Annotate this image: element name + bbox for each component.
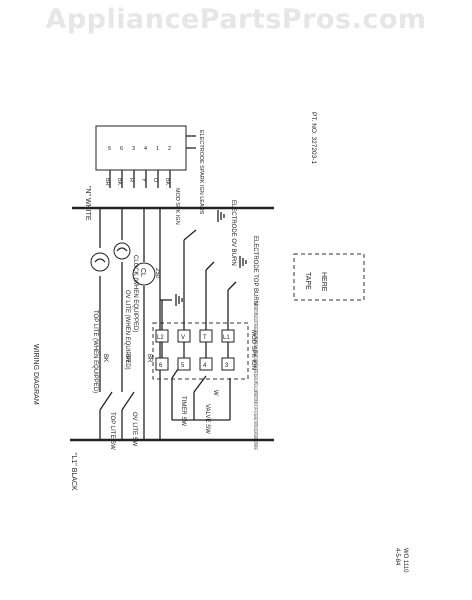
ov-lite-lamp-icon	[113, 242, 131, 260]
wire-color-bk: BK	[102, 354, 108, 362]
top-lite-lamp-label: TOP LITE (WHEN EQUIPPED)	[92, 310, 98, 393]
module-term-4: 4	[203, 363, 207, 369]
branch-ov-lite	[113, 208, 135, 440]
module-term-v: V	[181, 335, 185, 341]
ov-lite-switch-label: OV LITE SW	[131, 412, 137, 447]
clock-rating: 250	[154, 268, 160, 279]
connector-pin-2: 6	[120, 146, 123, 152]
ground-icon	[217, 210, 225, 222]
connector-wire-2: BK	[116, 178, 122, 186]
valve-switch-label: VALVE SW	[204, 404, 210, 434]
date-code: 4-5-84	[394, 548, 400, 566]
module-term-3: 3	[225, 363, 229, 369]
connector-pin-6: 2	[168, 146, 171, 152]
module-label: MOD SPK IGN	[250, 330, 256, 370]
module-left-terminals	[155, 357, 235, 371]
electrode-leads-label: ELECTRODE SPARK IGN LEADS	[198, 130, 204, 215]
connector-pin-4: 4	[144, 146, 147, 152]
electrode-ov-burn-label: ELECTRODE OV BURN	[230, 200, 236, 266]
ov-lite-lamp-label: OV LITE (WHEN EQUIPPED)	[124, 290, 130, 370]
connector-wire-4: Y	[140, 178, 146, 182]
wire-color-br-clock: BR	[146, 354, 152, 363]
connector-pin-5: 1	[156, 146, 159, 152]
top-lite-switch-label: TOP LITE SW	[109, 412, 115, 450]
connector-wire-5: O	[152, 178, 158, 183]
clock-symbol: CL	[139, 268, 146, 277]
timer-switch-label: TIMER SW	[180, 396, 186, 426]
diagram-title: WIRING DIAGRAM	[32, 344, 39, 405]
electrode-wiring	[160, 229, 237, 330]
branch-clock	[132, 208, 156, 440]
branch-top-lite	[90, 208, 113, 440]
part-number: PT. NO. 327203-1	[310, 112, 317, 164]
module-term-t: T	[203, 335, 207, 341]
l1-label: "L1" BLACK	[70, 453, 77, 491]
connector-pin-3: 3	[132, 146, 135, 152]
connector-label: MOD SPK IGN	[174, 188, 180, 225]
connector-wire-3: R	[128, 178, 134, 182]
module-term-l1: L1	[223, 335, 230, 341]
spark-module-box	[152, 322, 249, 380]
wire-color-w: W	[212, 390, 218, 396]
tape-here-label: HERE	[320, 272, 327, 292]
connector-wire-1: BR	[104, 178, 110, 186]
module-term-5: 5	[181, 363, 185, 369]
ignition-connector	[95, 125, 196, 188]
module-term-l2: L2	[157, 335, 164, 341]
clock-icon	[132, 262, 156, 286]
connector-wire-6: BK	[164, 178, 170, 186]
module-right-terminals	[155, 329, 235, 358]
tape-label: TAPE	[304, 272, 311, 290]
ground-icon	[175, 294, 183, 306]
wire-color-br-ov: BR	[124, 354, 130, 363]
connector-pin-1: 5	[108, 146, 111, 152]
ground-icon	[239, 256, 247, 268]
doc-code: WO 1110	[402, 548, 408, 573]
watermark-text: AppliancePartsPros.com	[45, 4, 427, 35]
n-label: "N" WHITE	[84, 186, 91, 221]
component-note: COMPONENT SYMBOLS DO NOT REFLECT TRUE CO…	[252, 302, 258, 450]
tape-here-box	[293, 253, 365, 301]
clock-label: CLOCK (WHEN EQUIPPED)	[132, 255, 138, 332]
module-term-6: 6	[159, 363, 163, 369]
electrode-top-burn-label: ELECTRODE TOP BURN	[252, 236, 258, 305]
top-lite-lamp-icon	[90, 252, 110, 272]
